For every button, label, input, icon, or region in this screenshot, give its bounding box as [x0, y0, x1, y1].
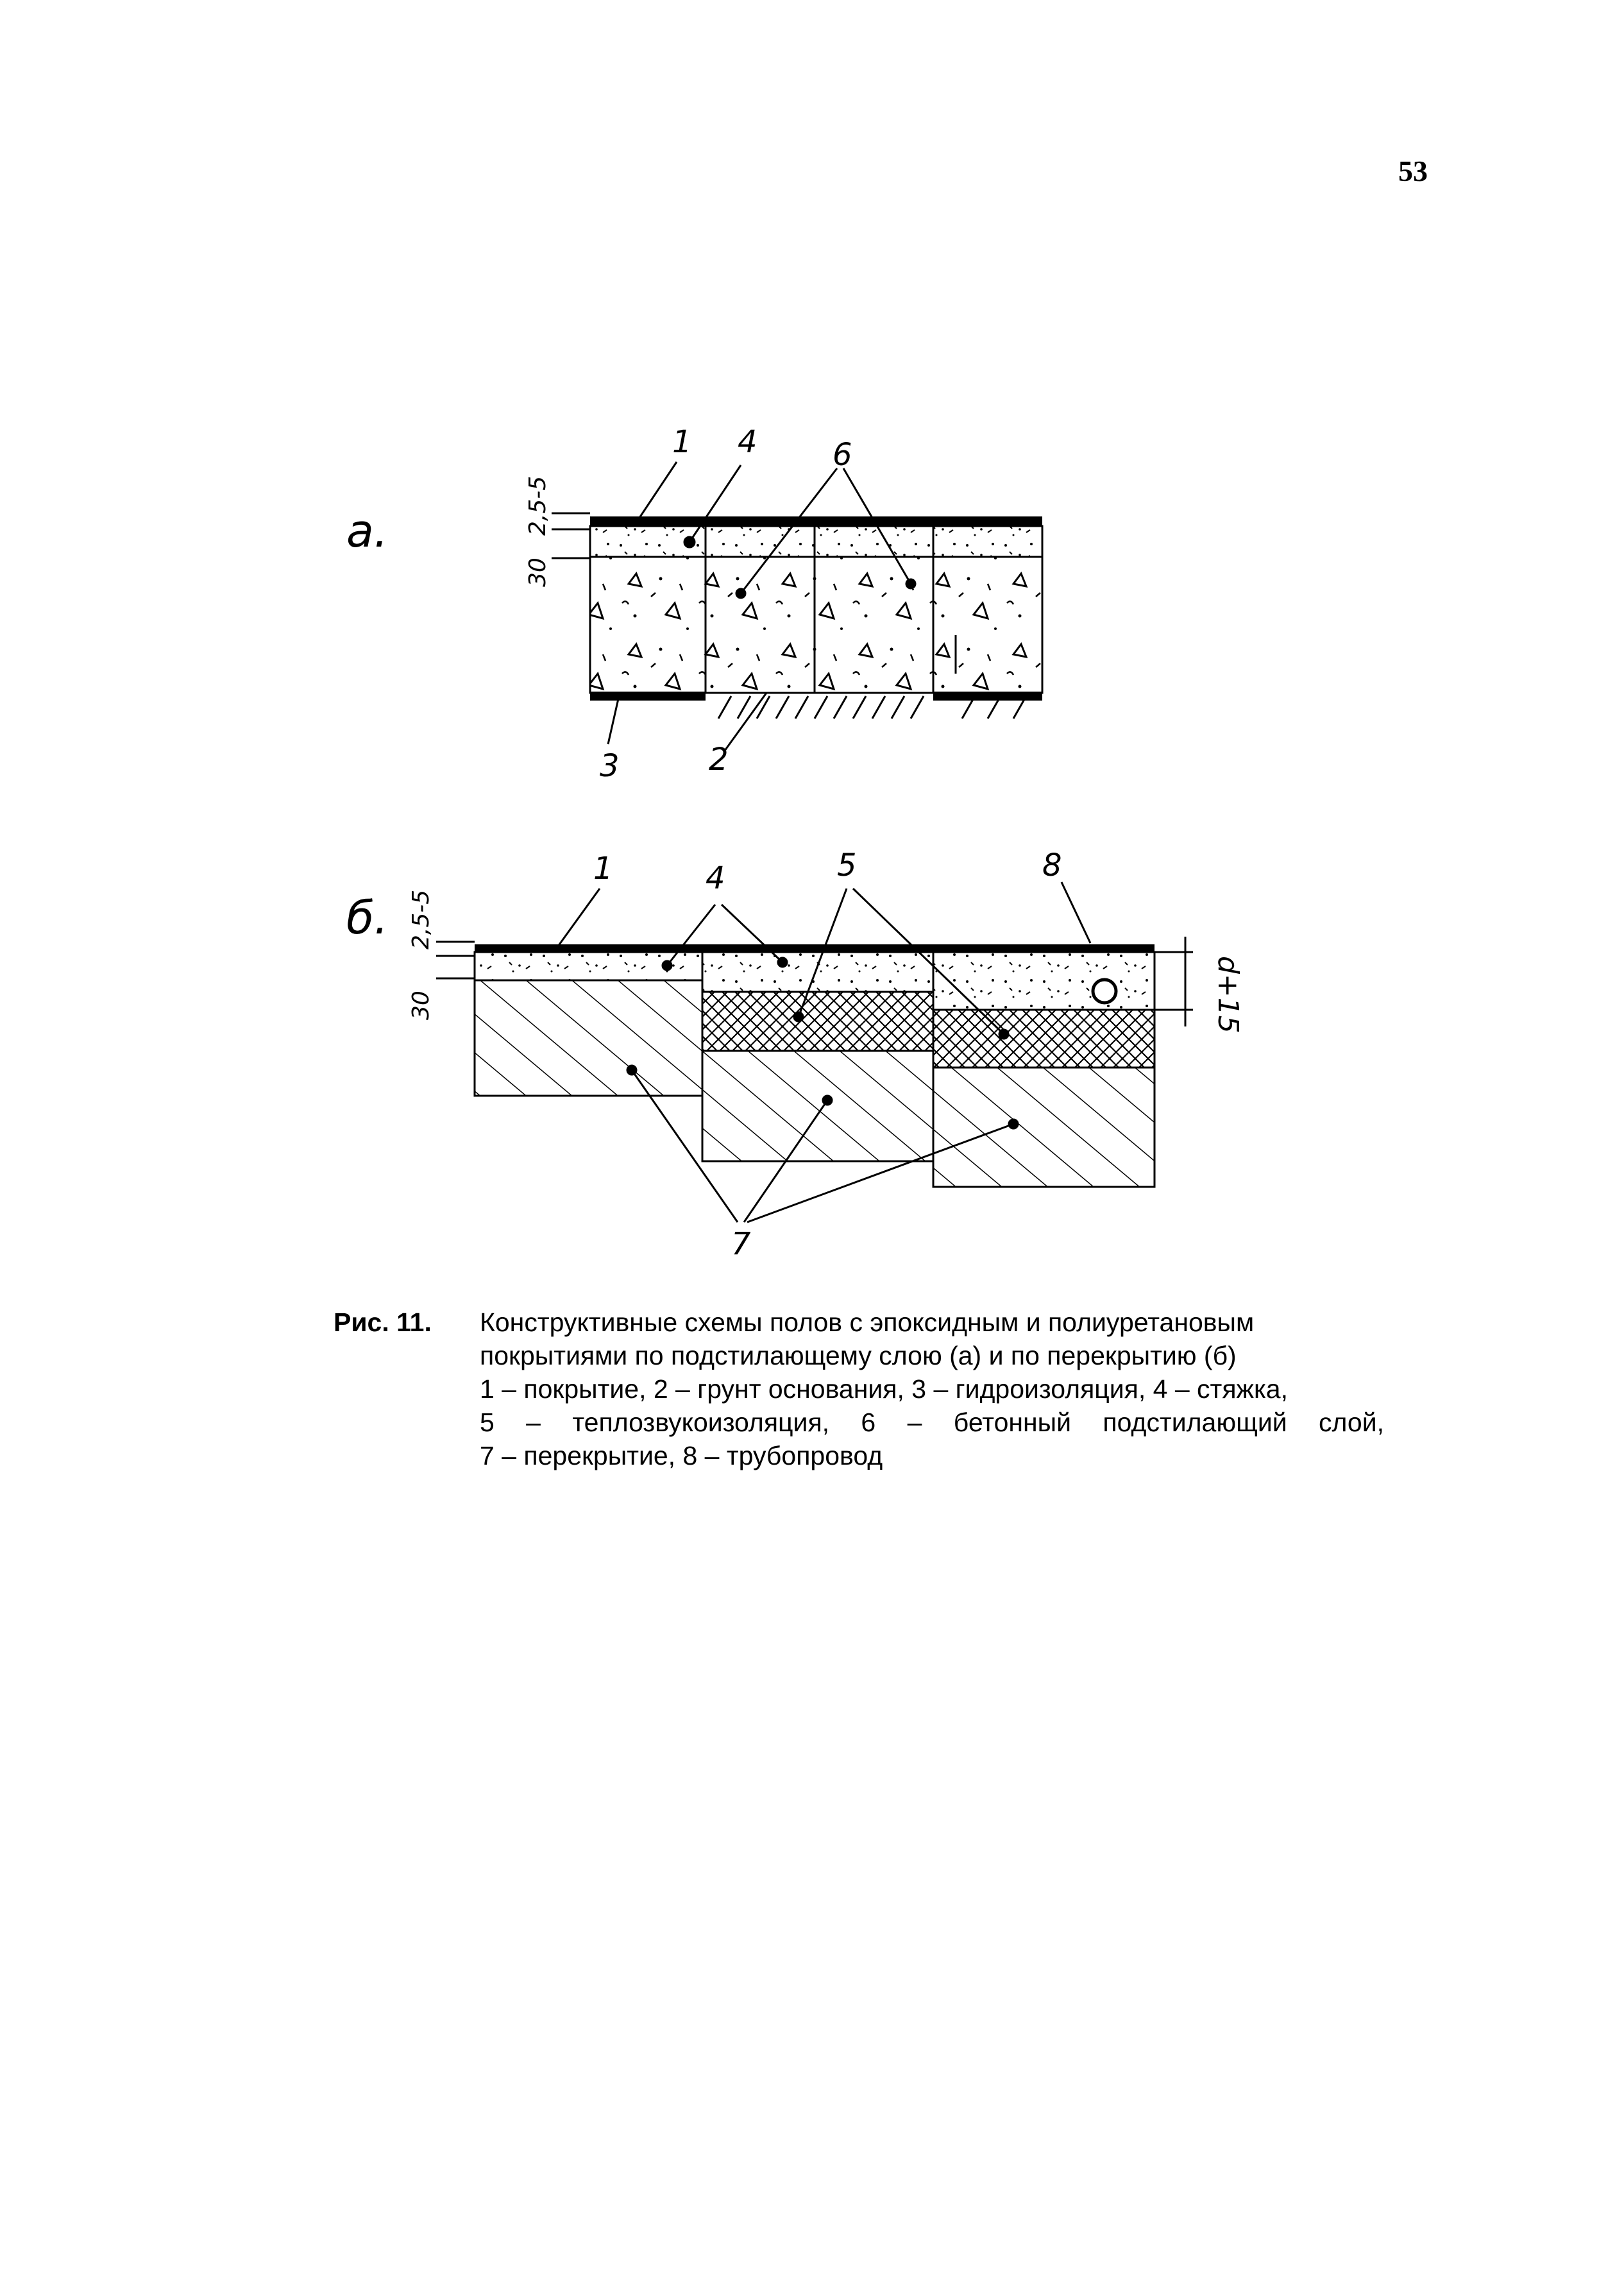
screed-layer-b-mid [701, 951, 935, 993]
caption-label: Рис. 11. [334, 1307, 432, 1337]
slab-b-mid [701, 1050, 935, 1162]
callout-b-4: 4 [706, 860, 725, 896]
callout-a-1: 1 [672, 424, 692, 460]
dimension-a-top: 2,5-5 [525, 476, 551, 536]
callout-a-6: 6 [833, 437, 852, 473]
callout-b-8: 8 [1042, 847, 1062, 883]
concrete-underlay-a [589, 556, 1044, 694]
callout-b-7: 7 [731, 1226, 751, 1262]
coating-layer-b [475, 944, 1155, 952]
caption-line: 5 – теплозвукоизоляция, 6 – бетонный под… [480, 1408, 1384, 1437]
dimension-a-bottom: 30 [525, 558, 551, 587]
caption-line: 7 – перекрытие, 8 – трубопровод [480, 1441, 883, 1470]
callout-a-4: 4 [738, 424, 757, 460]
screed-layer-b-right [932, 951, 1156, 1011]
screed-layer-a [589, 525, 1044, 558]
insulation-b-mid [701, 991, 935, 1052]
caption-line: Конструктивные схемы полов с эпоксидным … [480, 1307, 1255, 1337]
diagram-a: а. 2,5-5 30 [346, 424, 1044, 784]
diagram-b: б. 2,5-5 30 d+15 [346, 847, 1244, 1262]
slab-b-right [932, 1066, 1156, 1188]
dimension-b-bottom: 30 [408, 991, 434, 1020]
callout-a-3: 3 [600, 748, 620, 784]
callout-a-2: 2 [709, 742, 729, 778]
dimension-b-right: d+15 [1212, 956, 1244, 1034]
slab-b-left [473, 979, 704, 1097]
coating-layer-a [590, 516, 1042, 526]
caption-text: Конструктивные схемы полов с эпоксидным … [480, 1306, 1384, 1472]
pipeline-b [1091, 978, 1118, 1005]
panel-label-b: б. [346, 892, 388, 944]
dimension-b-top: 2,5-5 [408, 890, 434, 949]
soil-base-a [717, 695, 1028, 719]
caption-line: покрытиями по подстилающему слою (а) и п… [480, 1341, 1237, 1370]
panel-label-a: а. [346, 505, 388, 558]
page-number: 53 [1398, 155, 1428, 187]
caption-line: 1 – покрытие, 2 – грунт основания, 3 – г… [480, 1374, 1288, 1404]
insulation-b-right [932, 1009, 1156, 1069]
callout-b-5: 5 [837, 847, 857, 883]
callout-b-1: 1 [593, 851, 613, 887]
